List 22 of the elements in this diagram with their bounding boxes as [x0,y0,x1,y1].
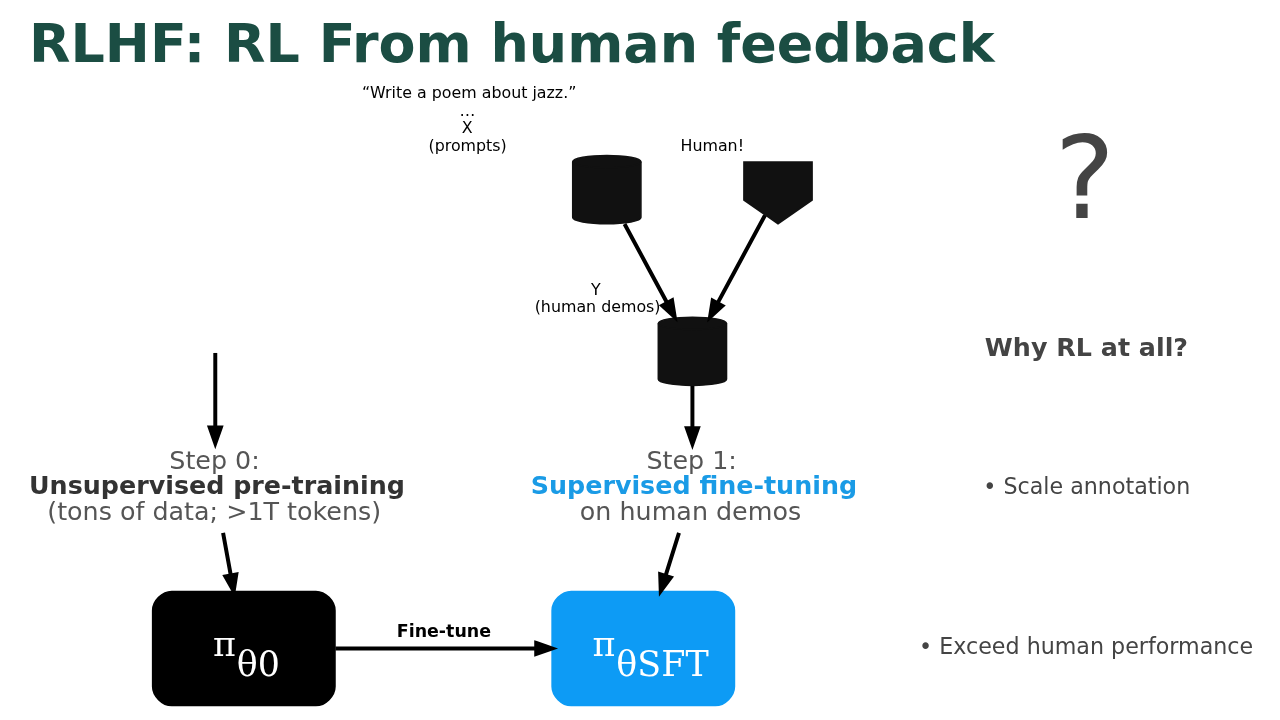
node-label: (prompts) [427,135,507,155]
arrow [334,640,558,657]
label: Why RL at all? [984,331,1188,362]
node-label: X [461,118,473,138]
arrow [683,386,701,450]
node-label: (human demos) [534,297,661,317]
node-text: Step 0: Unsupervised pre-training (tons of data; >1T tokens) [28,445,405,526]
node-label: Human! [680,135,744,155]
arrow [206,352,224,450]
node-text: Step 1: Supervised fine-tuning on human demos [530,445,857,526]
arrow [706,214,767,323]
label: ? [1054,112,1115,246]
node-label: “Write a poem about jazz.” [361,83,576,103]
node-person [742,161,813,225]
node-label: … [458,100,475,120]
diagram-title: RLHF: RL From human feedback [28,12,995,76]
label: • Exceed human performance [918,633,1253,660]
edge-label: Fine-tune [396,621,491,642]
arrow [622,223,678,323]
label: • Scale annotation [982,473,1190,500]
arrow [657,532,681,597]
node-label: Y [590,280,601,300]
